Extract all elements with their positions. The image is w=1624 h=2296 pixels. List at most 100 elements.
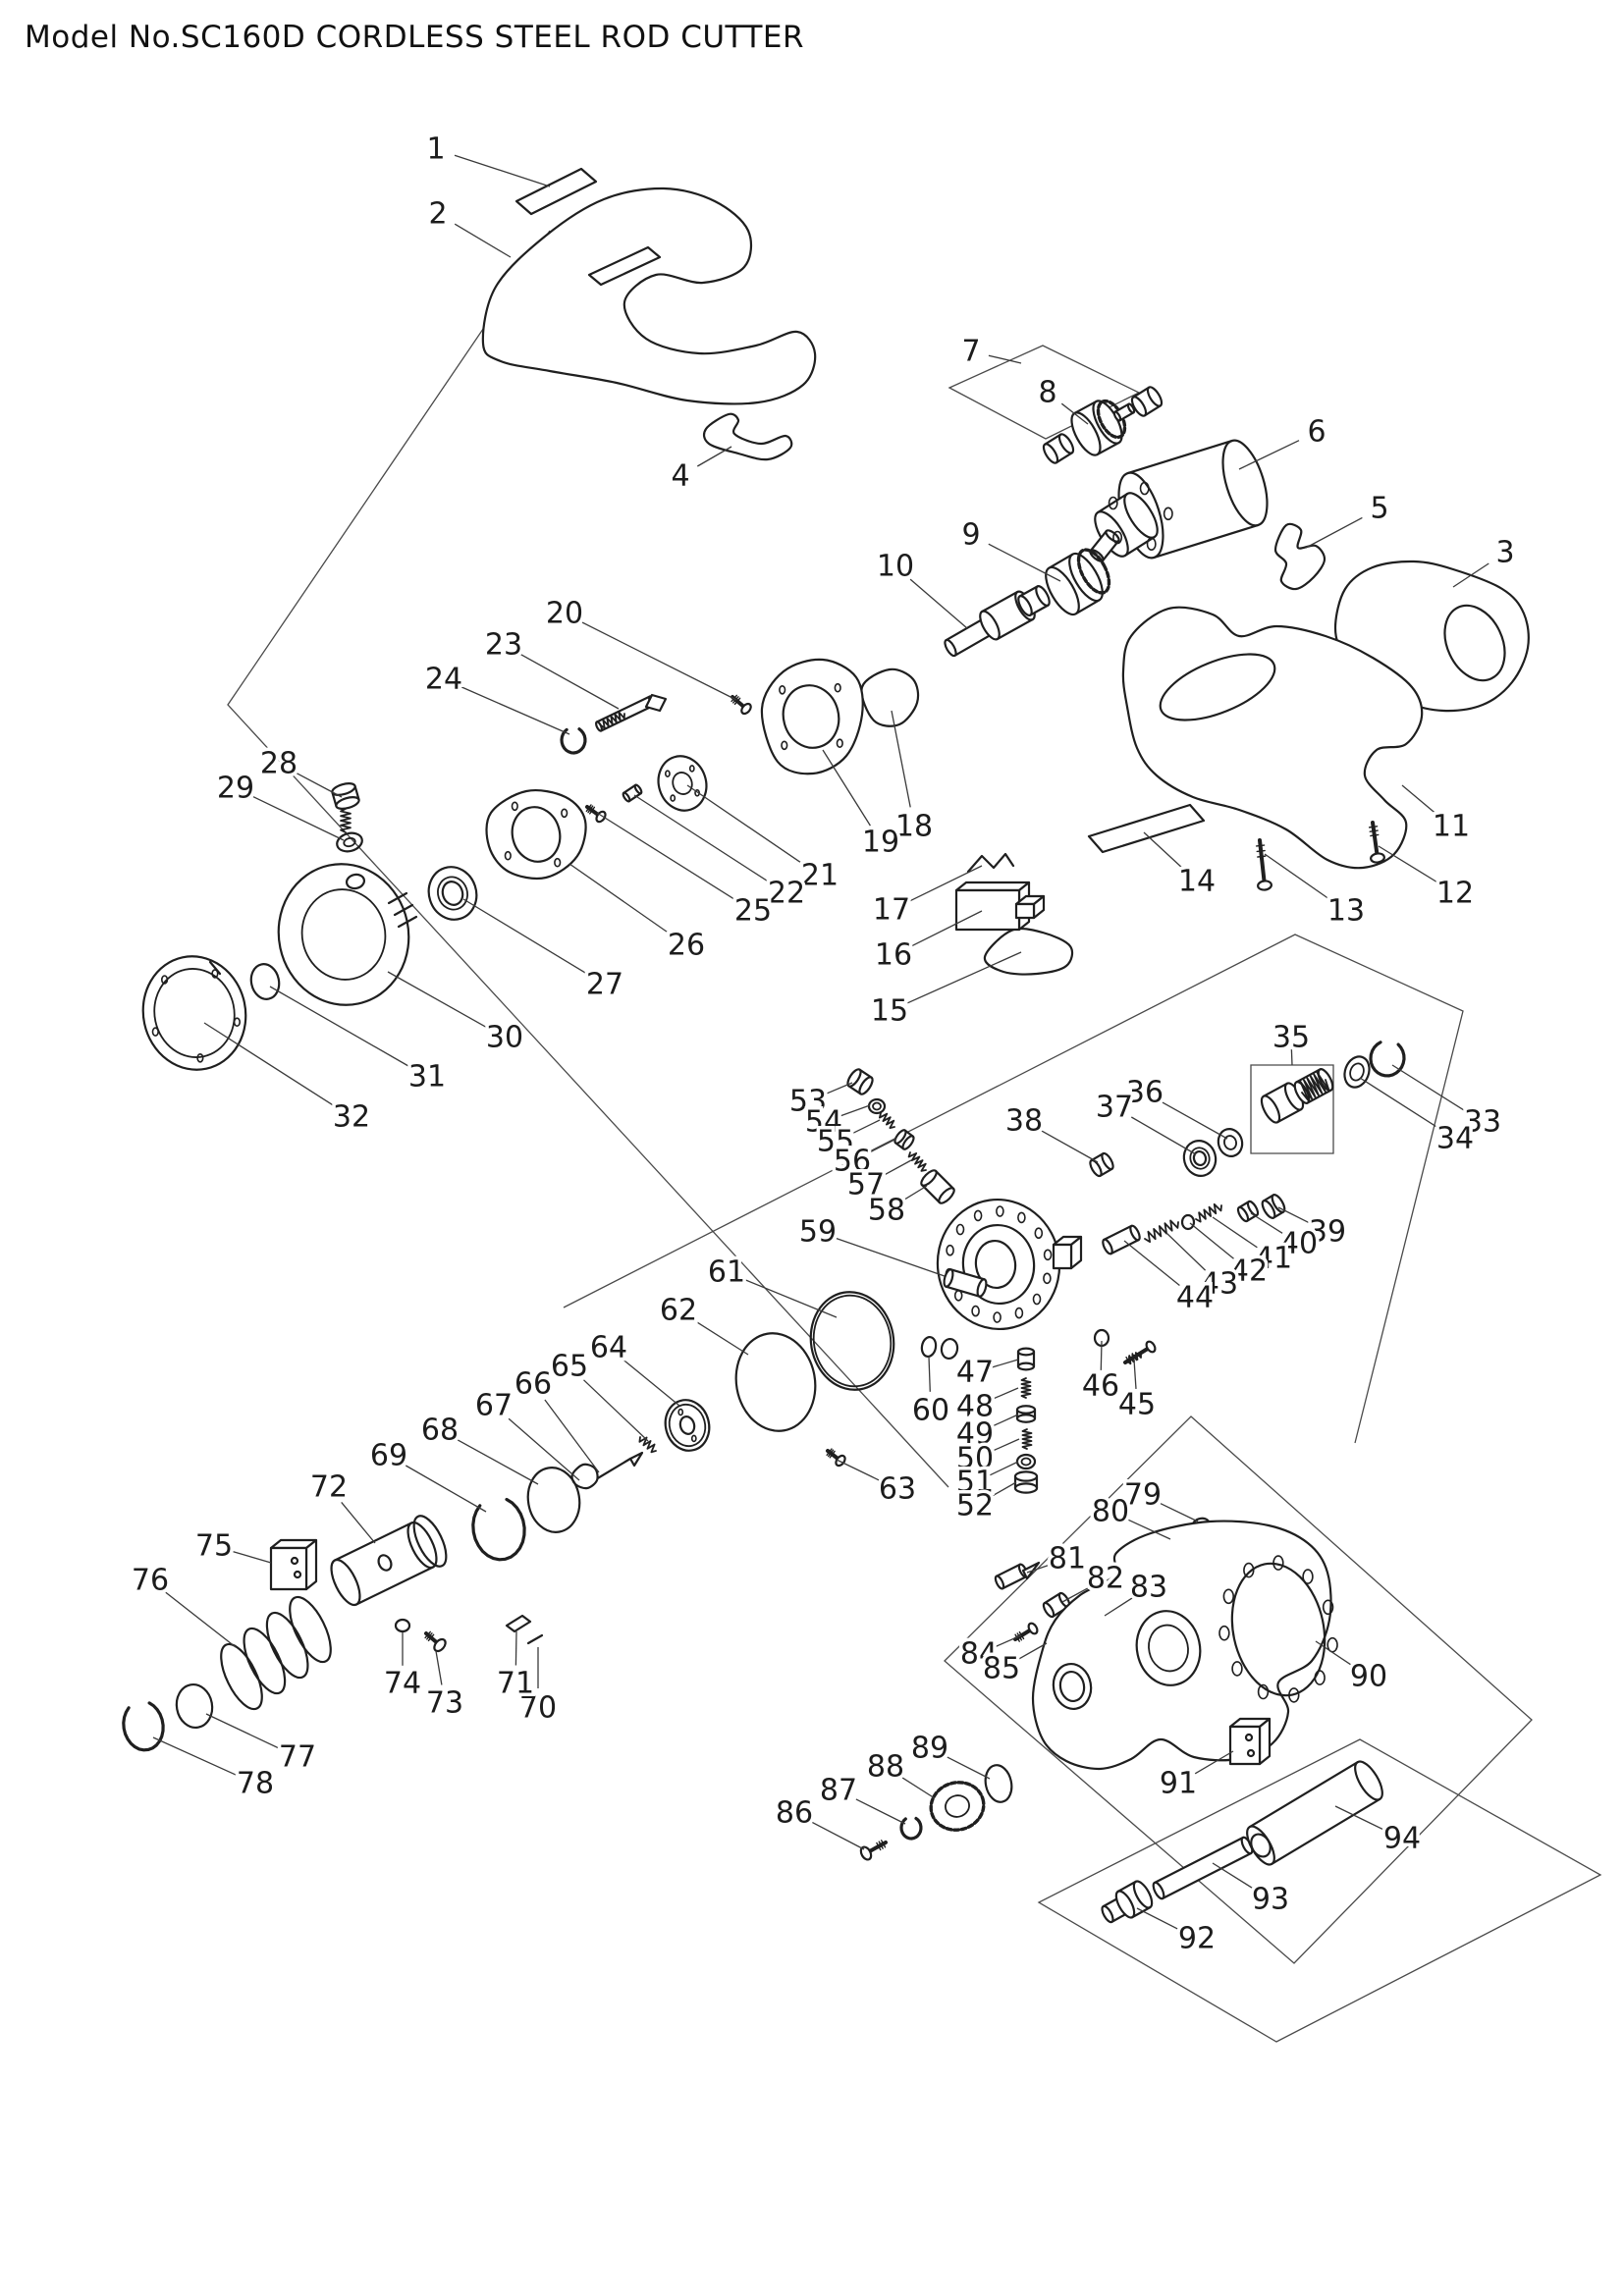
callout-66: 66	[514, 1367, 552, 1402]
callout-54: 54	[805, 1105, 842, 1140]
callout-64: 64	[590, 1331, 627, 1365]
leader-line-25	[596, 812, 737, 901]
callout-39: 39	[1309, 1215, 1346, 1250]
part-10-spindle-end	[1017, 585, 1051, 616]
part-28-hex-bolt-shaft	[340, 808, 352, 833]
part-75-block-hole-a	[290, 1556, 299, 1566]
callout-9: 9	[961, 518, 980, 553]
part-32-lock-ring-notch	[208, 960, 222, 976]
leader-line-38	[1041, 1130, 1099, 1163]
part-47-pin-47	[1016, 1347, 1036, 1371]
leader-line-29	[252, 796, 345, 841]
leader-line-94	[1334, 1805, 1385, 1831]
part-68-o-ring-68	[526, 1467, 581, 1533]
callout-94: 94	[1383, 1822, 1421, 1856]
part-90-side-hole-thread	[1058, 1670, 1086, 1703]
part-1-name-plate	[514, 167, 598, 216]
callout-90: 90	[1350, 1660, 1387, 1694]
part-3-battery-face	[1443, 604, 1506, 682]
part-36-washer-36	[1217, 1128, 1244, 1157]
leader-line-28	[296, 772, 343, 798]
leader-line-80	[1127, 1519, 1171, 1540]
part-34-washer-34	[1343, 1055, 1371, 1089]
part-64-valve-disc-bore	[678, 1415, 696, 1435]
part-41-spring-41	[1195, 1202, 1222, 1223]
part-90-head-bore	[1135, 1610, 1202, 1686]
leader-line-12	[1378, 845, 1439, 884]
part-93-rod-93	[1152, 1836, 1254, 1900]
part-26-flange-plate-holes	[504, 801, 568, 868]
callout-57: 57	[847, 1168, 885, 1202]
coupling-box	[1250, 1064, 1334, 1154]
callout-34: 34	[1436, 1122, 1474, 1156]
callout-18: 18	[895, 810, 933, 844]
leader-line-32	[203, 1022, 336, 1107]
part-63-screw-63	[826, 1448, 846, 1468]
callout-6: 6	[1307, 415, 1326, 450]
callout-23: 23	[485, 628, 522, 663]
callout-44: 44	[1176, 1281, 1214, 1315]
part-40-cap-40	[1236, 1200, 1260, 1223]
part-60-oval-60-ghost	[940, 1337, 959, 1361]
leader-line-89	[947, 1756, 991, 1780]
leader-line-27	[462, 898, 589, 976]
callout-47: 47	[956, 1356, 994, 1390]
leader-line-15	[907, 951, 1022, 1004]
leader-line-6	[1238, 440, 1300, 470]
leader-line-18	[891, 710, 911, 808]
part-59-crank-shaft	[943, 1268, 988, 1298]
leader-line-67	[508, 1417, 580, 1481]
part-30-yoke-vent-3	[397, 915, 418, 929]
part-87-c-clip-87	[899, 1816, 923, 1841]
part-77-o-ring-77	[175, 1683, 214, 1729]
leader-line-56	[867, 1138, 897, 1154]
leader-line-46	[1100, 1340, 1103, 1370]
leader-line-54	[839, 1104, 871, 1117]
callout-88: 88	[867, 1750, 904, 1785]
page-title: Model No.SC160D CORDLESS STEEL ROD CUTTE…	[25, 20, 804, 55]
leader-line-68	[457, 1439, 539, 1485]
callout-28: 28	[260, 747, 298, 781]
callout-89: 89	[911, 1732, 948, 1766]
callout-37: 37	[1096, 1091, 1133, 1125]
leader-line-35	[1290, 1046, 1293, 1066]
leader-line-36	[1162, 1101, 1228, 1140]
callout-20: 20	[546, 597, 583, 631]
part-62-o-ring-62	[734, 1332, 817, 1432]
callout-63: 63	[879, 1472, 916, 1507]
part-16-switch-button	[1014, 894, 1046, 920]
part-11-housing	[1121, 606, 1424, 870]
part-90-cutter-head	[1031, 1520, 1332, 1771]
part-7-bushing-b	[1130, 386, 1164, 417]
part-19-flange-holes	[779, 682, 843, 751]
part-64-valve-disc	[664, 1399, 711, 1452]
callout-93: 93	[1252, 1883, 1289, 1917]
part-32-lock-ring-holes	[151, 969, 241, 1063]
leader-line-47	[990, 1359, 1019, 1369]
callout-36: 36	[1126, 1076, 1164, 1110]
leader-line-26	[568, 863, 671, 935]
part-75-slide-block	[269, 1538, 318, 1591]
part-73-screw-73	[424, 1630, 447, 1653]
part-89-o-ring-89	[984, 1764, 1013, 1803]
part-86-screw-86	[859, 1840, 888, 1861]
part-60-oval-60	[920, 1335, 938, 1359]
sheet-middle	[563, 934, 1464, 1444]
leader-line-85	[1016, 1642, 1048, 1661]
callout-12: 12	[1436, 877, 1474, 911]
callout-59: 59	[799, 1215, 837, 1250]
part-4-hook-clip	[702, 412, 793, 461]
leader-line-7	[988, 354, 1022, 364]
part-76-return-spring	[220, 1595, 332, 1711]
leader-line-92	[1136, 1907, 1180, 1931]
leader-line-79	[1160, 1503, 1199, 1522]
leader-line-24	[461, 686, 570, 735]
leader-line-58	[900, 1185, 928, 1202]
leader-line-39	[1277, 1206, 1311, 1224]
part-56-cap-56	[893, 1129, 915, 1150]
callout-26: 26	[668, 929, 705, 963]
callout-45: 45	[1118, 1388, 1156, 1422]
callout-31: 31	[408, 1060, 446, 1095]
callout-42: 42	[1230, 1255, 1268, 1289]
